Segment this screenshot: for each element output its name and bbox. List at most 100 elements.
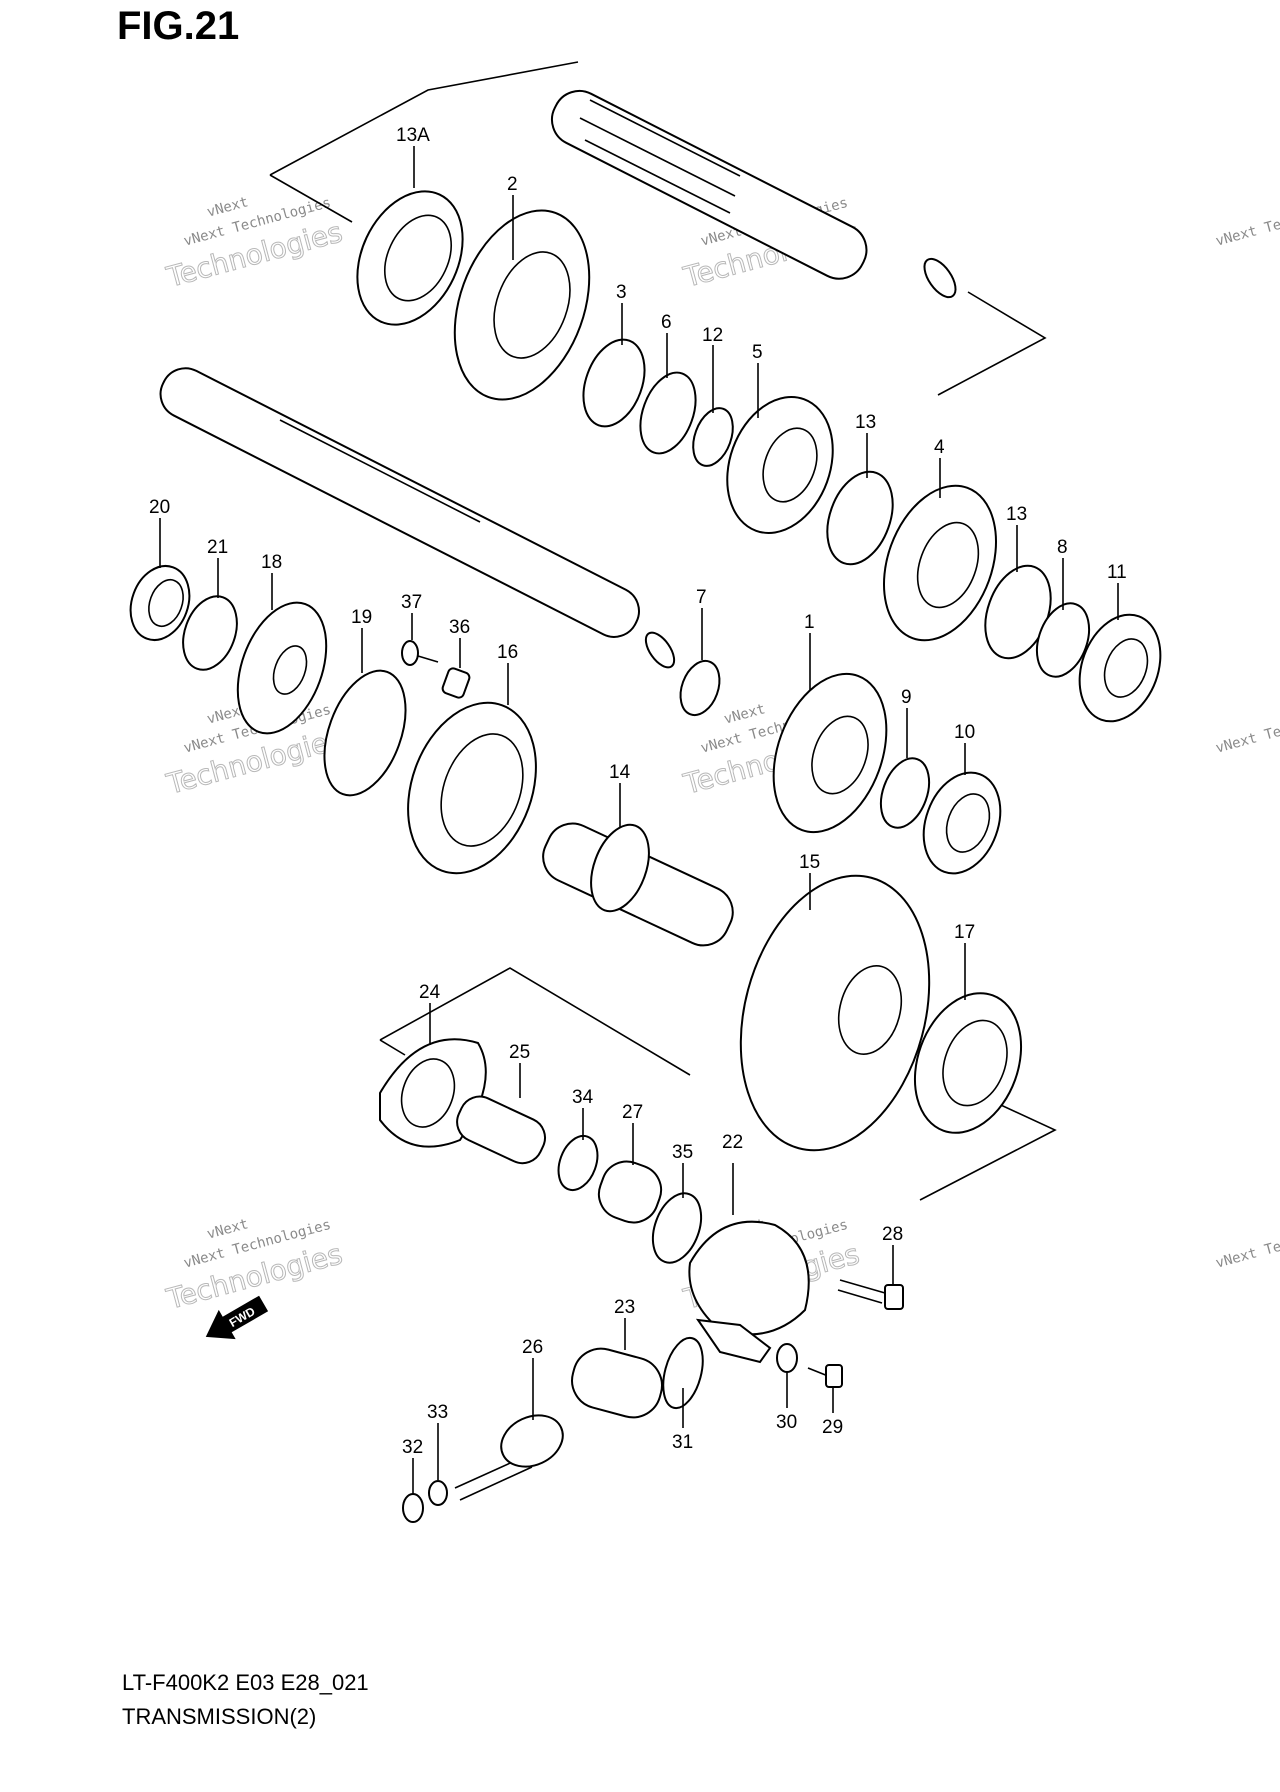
part-1-gear <box>772 672 888 834</box>
label-24: 24 <box>419 982 441 1003</box>
part-19-washer <box>323 669 407 797</box>
label-5: 5 <box>752 342 763 363</box>
label-2: 2 <box>507 174 518 195</box>
label-30: 30 <box>776 1412 797 1433</box>
label-19: 19 <box>351 607 372 628</box>
part-8-washer <box>1035 602 1091 678</box>
part-9-washer <box>879 757 931 829</box>
part-27-bush <box>597 1160 663 1224</box>
label-13-a: 13 <box>855 412 876 433</box>
lower-group-outline-left <box>379 1039 406 1056</box>
part-5-hub <box>726 396 834 534</box>
section-caption: TRANSMISSION(2) <box>122 1704 316 1729</box>
part-14-shaft <box>542 822 734 947</box>
svg-text:vNext Technologies: vNext Technologies <box>1214 702 1280 757</box>
watermark-9: vNext Technologies <box>1214 1217 1280 1272</box>
label-25: 25 <box>509 1042 530 1063</box>
label-17: 17 <box>954 922 975 943</box>
svg-text:vNext: vNext <box>205 194 250 220</box>
part-28-bolt <box>837 1279 904 1310</box>
label-35: 35 <box>672 1142 693 1163</box>
part-33-washer <box>428 1480 448 1506</box>
part-7-washer <box>679 659 721 717</box>
part-25-driven-gear <box>456 1095 546 1165</box>
label-14: 14 <box>609 762 631 783</box>
part-22-housing <box>688 1220 810 1364</box>
part-13A-bearing <box>356 190 464 326</box>
part-20-seal <box>129 565 191 641</box>
part-36-lock-plate <box>441 667 471 699</box>
part-34-o-ring <box>557 1134 599 1192</box>
label-21: 21 <box>207 537 228 558</box>
label-26: 26 <box>522 1337 543 1358</box>
part-11-bearing <box>1078 613 1162 723</box>
figure-title: FIG.21 <box>117 4 240 48</box>
label-12: 12 <box>702 325 723 346</box>
countershaft-upper <box>551 89 957 299</box>
part-18-sprocket <box>236 601 328 735</box>
part-30-washer <box>776 1343 798 1373</box>
label-34: 34 <box>572 1087 594 1108</box>
part-17-bearing <box>913 992 1023 1134</box>
part-29-bolt <box>807 1364 843 1388</box>
label-4: 4 <box>934 437 945 458</box>
part-32-circlip <box>402 1493 424 1523</box>
part-23-bush <box>571 1347 663 1419</box>
svg-text:vNext: vNext <box>722 701 767 727</box>
part-37-bolt <box>401 640 439 666</box>
label-22: 22 <box>722 1132 743 1153</box>
part-2-gear <box>453 209 591 401</box>
label-18: 18 <box>261 552 282 573</box>
driveshaft-middle <box>159 367 676 669</box>
label-3: 3 <box>616 282 627 303</box>
label-6: 6 <box>661 312 672 333</box>
label-20: 20 <box>149 497 170 518</box>
watermark-1: vNext vNext Technologies Technologies <box>162 194 346 294</box>
label-8: 8 <box>1057 537 1068 558</box>
svg-text:vNext Technologies: vNext Technologies <box>1214 195 1280 250</box>
watermark-5: vNext vNext Technologies Technologies <box>162 1216 346 1316</box>
svg-text:vNext Technologies: vNext Technologies <box>1214 1217 1280 1272</box>
part-6-washer <box>639 371 697 455</box>
part-16-bearing <box>407 701 537 875</box>
upper-group-outline <box>269 61 579 176</box>
label-29: 29 <box>822 1417 843 1438</box>
part-10-bearing <box>922 771 1002 875</box>
part-31-o-ring <box>662 1336 704 1410</box>
label-37: 37 <box>401 592 422 613</box>
label-7: 7 <box>696 587 707 608</box>
part-labels: 13A 2 3 6 12 5 13 4 13 8 11 20 21 18 37 … <box>149 125 1127 1458</box>
label-31: 31 <box>672 1432 693 1453</box>
leader-lines <box>159 146 1119 1494</box>
label-11: 11 <box>1107 562 1127 583</box>
upper-group-outline-left <box>269 174 353 223</box>
label-32: 32 <box>402 1437 423 1458</box>
part-21-washer <box>182 595 238 671</box>
label-15: 15 <box>799 852 820 873</box>
model-code-caption: LT-F400K2 E03 E28_021 <box>122 1670 369 1695</box>
label-10: 10 <box>954 722 975 743</box>
label-13-b: 13 <box>1006 504 1027 525</box>
part-13-washer-a <box>826 470 894 566</box>
label-28: 28 <box>882 1224 903 1245</box>
label-13A: 13A <box>396 125 430 146</box>
label-9: 9 <box>901 687 912 708</box>
label-27: 27 <box>622 1102 643 1123</box>
lower-group-outline <box>379 967 691 1076</box>
part-26-driven-shaft <box>454 1414 564 1501</box>
svg-text:vNext: vNext <box>205 1216 250 1242</box>
part-35-o-ring <box>651 1192 703 1264</box>
part-4-gear <box>882 484 998 642</box>
part-15-gear <box>739 874 931 1152</box>
label-33: 33 <box>427 1402 448 1423</box>
label-23: 23 <box>614 1297 635 1318</box>
label-16: 16 <box>497 642 518 663</box>
watermark-8: vNext Technologies <box>1214 702 1280 757</box>
upper-group-outline-right <box>937 291 1047 396</box>
label-36: 36 <box>449 617 470 638</box>
watermark-7: vNext Technologies <box>1214 195 1280 250</box>
label-1: 1 <box>804 612 815 633</box>
part-12-circlip <box>692 407 734 467</box>
part-3-bush <box>582 338 646 428</box>
